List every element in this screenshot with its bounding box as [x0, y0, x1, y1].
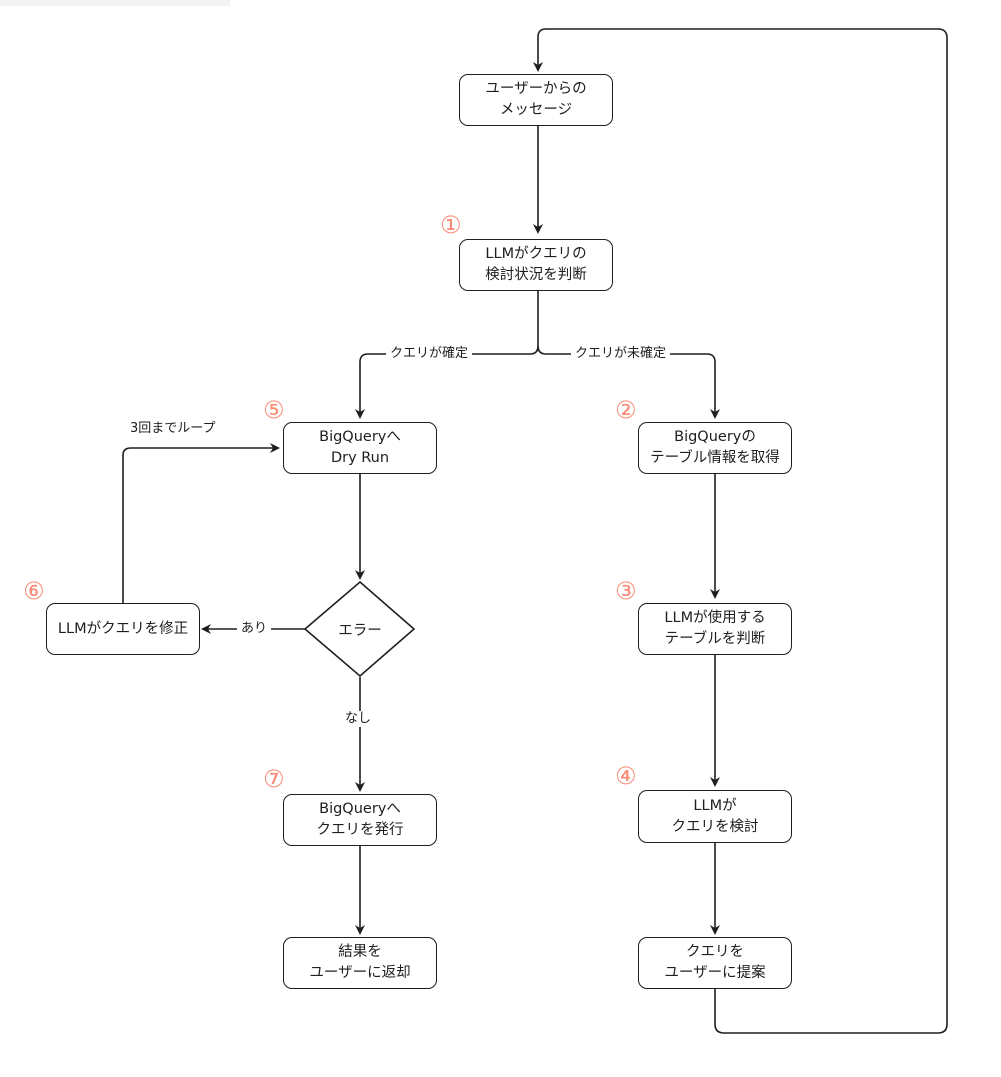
node-user-message: ユーザーからの メッセージ: [459, 74, 613, 126]
error-diamond: [303, 580, 416, 678]
node-dry-run: BigQueryへ Dry Run: [283, 422, 437, 474]
edge-label-loop: 3回までループ: [130, 421, 216, 436]
node-label: テーブルを判断: [664, 631, 766, 647]
edge-fix-loop: [122, 443, 280, 603]
edge-label-no-error: なし: [341, 711, 376, 727]
node-label: LLMが: [693, 797, 737, 814]
node-execute-query: BigQueryへ クエリを発行: [283, 794, 437, 846]
step-marker-7: ⑦: [263, 765, 285, 793]
edge-label-unconfirmed: クエリが未確定: [571, 346, 671, 362]
node-label: クエリを: [686, 944, 744, 960]
node-label: LLMが使用する: [664, 610, 766, 626]
node-label: 結果を: [338, 944, 382, 960]
step-marker-6: ⑥: [23, 577, 45, 605]
node-label: ユーザーに提案: [664, 965, 766, 981]
node-label: BigQueryの: [674, 429, 756, 445]
top-edge-strip: [0, 0, 230, 6]
node-llm-judge: LLMがクエリの 検討状況を判断: [459, 239, 613, 291]
node-label: LLMがクエリを修正: [57, 620, 189, 637]
step-marker-1: ①: [440, 211, 462, 239]
node-label: ユーザーに返却: [309, 965, 411, 981]
node-label: Dry Run: [330, 450, 390, 466]
step-marker-3: ③: [615, 577, 637, 605]
node-return-result: 結果を ユーザーに返却: [283, 937, 437, 989]
node-label: ユーザーからの: [485, 81, 587, 97]
edge-label-confirmed: クエリが確定: [386, 346, 473, 362]
edge-judge-to-tables: [537, 345, 720, 419]
node-label: BigQueryへ: [319, 429, 401, 445]
node-label: 検討状況を判断: [485, 267, 587, 283]
node-label: クエリを発行: [316, 822, 404, 838]
step-marker-2: ②: [615, 396, 637, 424]
node-select-tables: LLMが使用する テーブルを判断: [638, 603, 792, 655]
step-marker-4: ④: [615, 762, 637, 790]
node-fix-query: LLMがクエリを修正: [46, 603, 200, 655]
node-label: BigQueryへ: [319, 801, 401, 817]
node-propose-query: クエリを ユーザーに提案: [638, 937, 792, 989]
error-label: エラー: [338, 623, 382, 639]
node-review-query: LLMが クエリを検討: [638, 790, 792, 843]
node-label: LLMがクエリの: [485, 246, 587, 262]
node-get-tables: BigQueryの テーブル情報を取得: [638, 422, 792, 474]
edge-propose-loop-back: [533, 28, 948, 1034]
step-marker-5: ⑤: [263, 396, 285, 424]
edge-label-has-error: あり: [237, 621, 272, 637]
node-label: メッセージ: [499, 102, 573, 118]
node-label: テーブル情報を取得: [650, 450, 780, 466]
node-label: クエリを検討: [671, 818, 759, 835]
